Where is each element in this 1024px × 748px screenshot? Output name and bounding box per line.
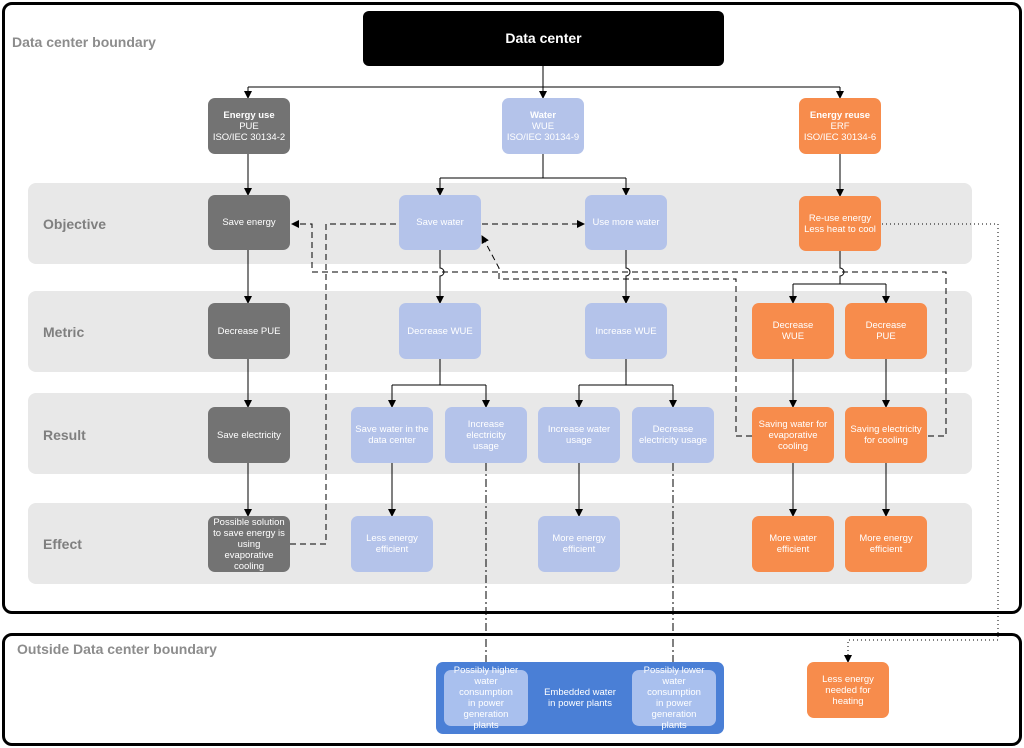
water-header: Water WUE ISO/IEC 30134-9	[502, 98, 584, 154]
increase-wue-node: Increase WUE	[585, 303, 667, 359]
decrease-wue-node: Decrease WUE	[399, 303, 481, 359]
outside-boundary-label: Outside Data center boundary	[17, 641, 217, 657]
row-label-effect: Effect	[43, 536, 82, 552]
row-label-metric: Metric	[43, 324, 85, 340]
row-label-objective: Objective	[43, 216, 107, 232]
data-center-boundary-label: Data center boundary	[12, 34, 156, 50]
outside-boundary	[2, 633, 1022, 746]
use-more-water-node: Use more water	[585, 195, 667, 250]
energy-use-header: Energy use PUE ISO/IEC 30134-2	[208, 98, 290, 154]
more-water-efficient-node: More water efficient	[752, 516, 834, 572]
energy-reuse-header: Energy reuse ERF ISO/IEC 30134-6	[799, 98, 881, 154]
save-energy-node: Save energy	[208, 195, 290, 250]
data-center-node: Data center	[363, 11, 724, 66]
save-electricity-node: Save electricity	[208, 407, 290, 463]
row-label-result: Result	[43, 427, 86, 443]
save-water-node: Save water	[399, 195, 481, 250]
decrease-pue-node: Decrease PUE	[208, 303, 290, 359]
data-center-boundary	[2, 2, 1022, 614]
